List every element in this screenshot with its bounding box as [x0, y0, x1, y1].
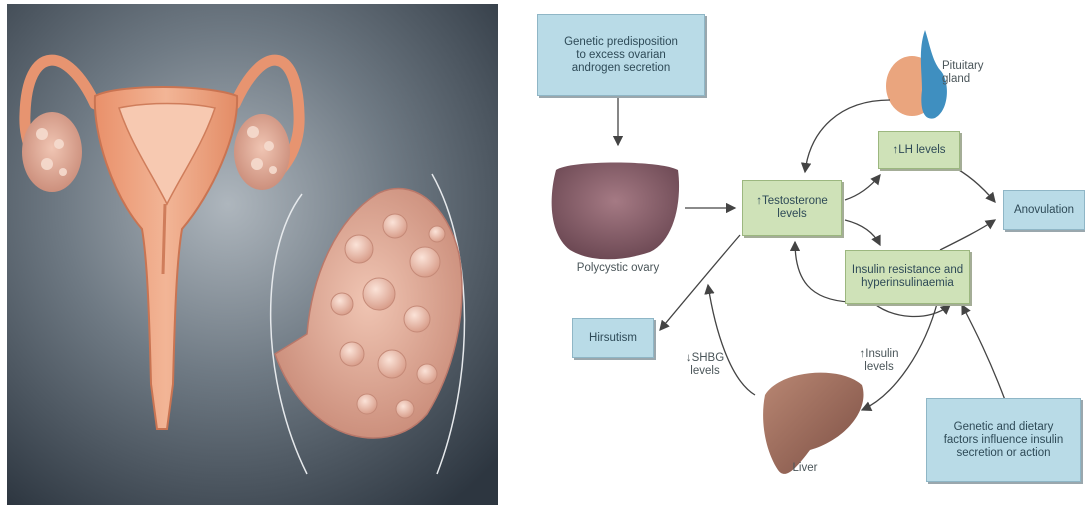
- label-pituitary-gland-line-1: Pituitary: [942, 60, 1002, 73]
- arrow-testosterone-to-hirsutism: [660, 235, 740, 330]
- cervical-canal: [163, 204, 165, 274]
- node-insulin-resistance: Insulin resistance and hyperinsulinaemia: [845, 250, 970, 304]
- label-polycystic-ovary: Polycystic ovary: [562, 262, 674, 275]
- node-insulin-resistance-line-2: hyperinsulinaemia: [861, 277, 954, 290]
- label-insulin-levels-line-2: levels: [848, 361, 910, 374]
- label-polycystic-ovary-line-1: Polycystic ovary: [562, 262, 674, 275]
- pituitary-gland-image: [886, 30, 947, 119]
- node-hirsutism: Hirsutism: [572, 318, 654, 358]
- pcos-pathway-diagram: Genetic predisposition to excess ovarian…: [510, 0, 1085, 509]
- label-shbg-levels: ↓SHBG levels: [675, 352, 735, 378]
- uterus-ovary-illustration: [7, 4, 498, 505]
- arrow-insulin-resistance-to-anovulation: [940, 220, 995, 250]
- node-insulin-resistance-line-1: Insulin resistance and: [852, 264, 963, 277]
- label-insulin-levels: ↑Insulin levels: [848, 348, 910, 374]
- left-ovary: [22, 112, 82, 192]
- node-lh-levels: ↑LH levels: [878, 131, 960, 169]
- arrow-lh-to-anovulation: [950, 165, 995, 202]
- label-insulin-levels-line-1: ↑Insulin: [848, 348, 910, 361]
- label-shbg-levels-line-1: ↓SHBG: [675, 352, 735, 365]
- arrow-liver-to-testosterone: [708, 285, 755, 395]
- arrow-testosterone-to-insulin-resistance: [845, 220, 880, 245]
- node-lh-levels-line-1: ↑LH levels: [892, 144, 945, 157]
- node-genetic-predisposition-line-2: to excess ovarian: [576, 49, 666, 62]
- arrow-testosterone-to-lh: [845, 175, 880, 200]
- node-genetic-dietary-line-3: secretion or action: [957, 447, 1051, 460]
- anatomy-illustration: [7, 4, 498, 505]
- node-hirsutism-line-1: Hirsutism: [589, 332, 637, 345]
- node-genetic-dietary: Genetic and dietary factors influence in…: [926, 398, 1081, 482]
- label-pituitary-gland: Pituitary gland: [942, 60, 1002, 86]
- node-genetic-dietary-line-1: Genetic and dietary: [954, 421, 1054, 434]
- label-liver-line-1: Liver: [780, 462, 830, 475]
- node-genetic-predisposition-line-3: androgen secretion: [572, 62, 670, 75]
- arrow-insulin-resistance-to-testosterone: [795, 242, 850, 302]
- arrow-genetic-dietary-to-insulin-resistance: [962, 305, 1005, 400]
- label-liver: Liver: [780, 462, 830, 475]
- node-genetic-dietary-line-2: factors influence insulin: [944, 434, 1064, 447]
- label-shbg-levels-line-2: levels: [675, 365, 735, 378]
- node-genetic-predisposition-line-1: Genetic predisposition: [564, 36, 678, 49]
- right-ovary: [234, 114, 290, 190]
- node-testosterone-levels-line-2: levels: [777, 208, 806, 221]
- node-anovulation-line-1: Anovulation: [1014, 204, 1074, 217]
- node-testosterone-levels: ↑Testosterone levels: [742, 180, 842, 236]
- node-testosterone-levels-line-1: ↑Testosterone: [756, 195, 828, 208]
- label-pituitary-gland-line-2: gland: [942, 73, 1002, 86]
- node-genetic-predisposition: Genetic predisposition to excess ovarian…: [537, 14, 705, 96]
- polycystic-ovary-image: [552, 163, 679, 260]
- node-anovulation: Anovulation: [1003, 190, 1085, 230]
- liver-image: [763, 373, 863, 474]
